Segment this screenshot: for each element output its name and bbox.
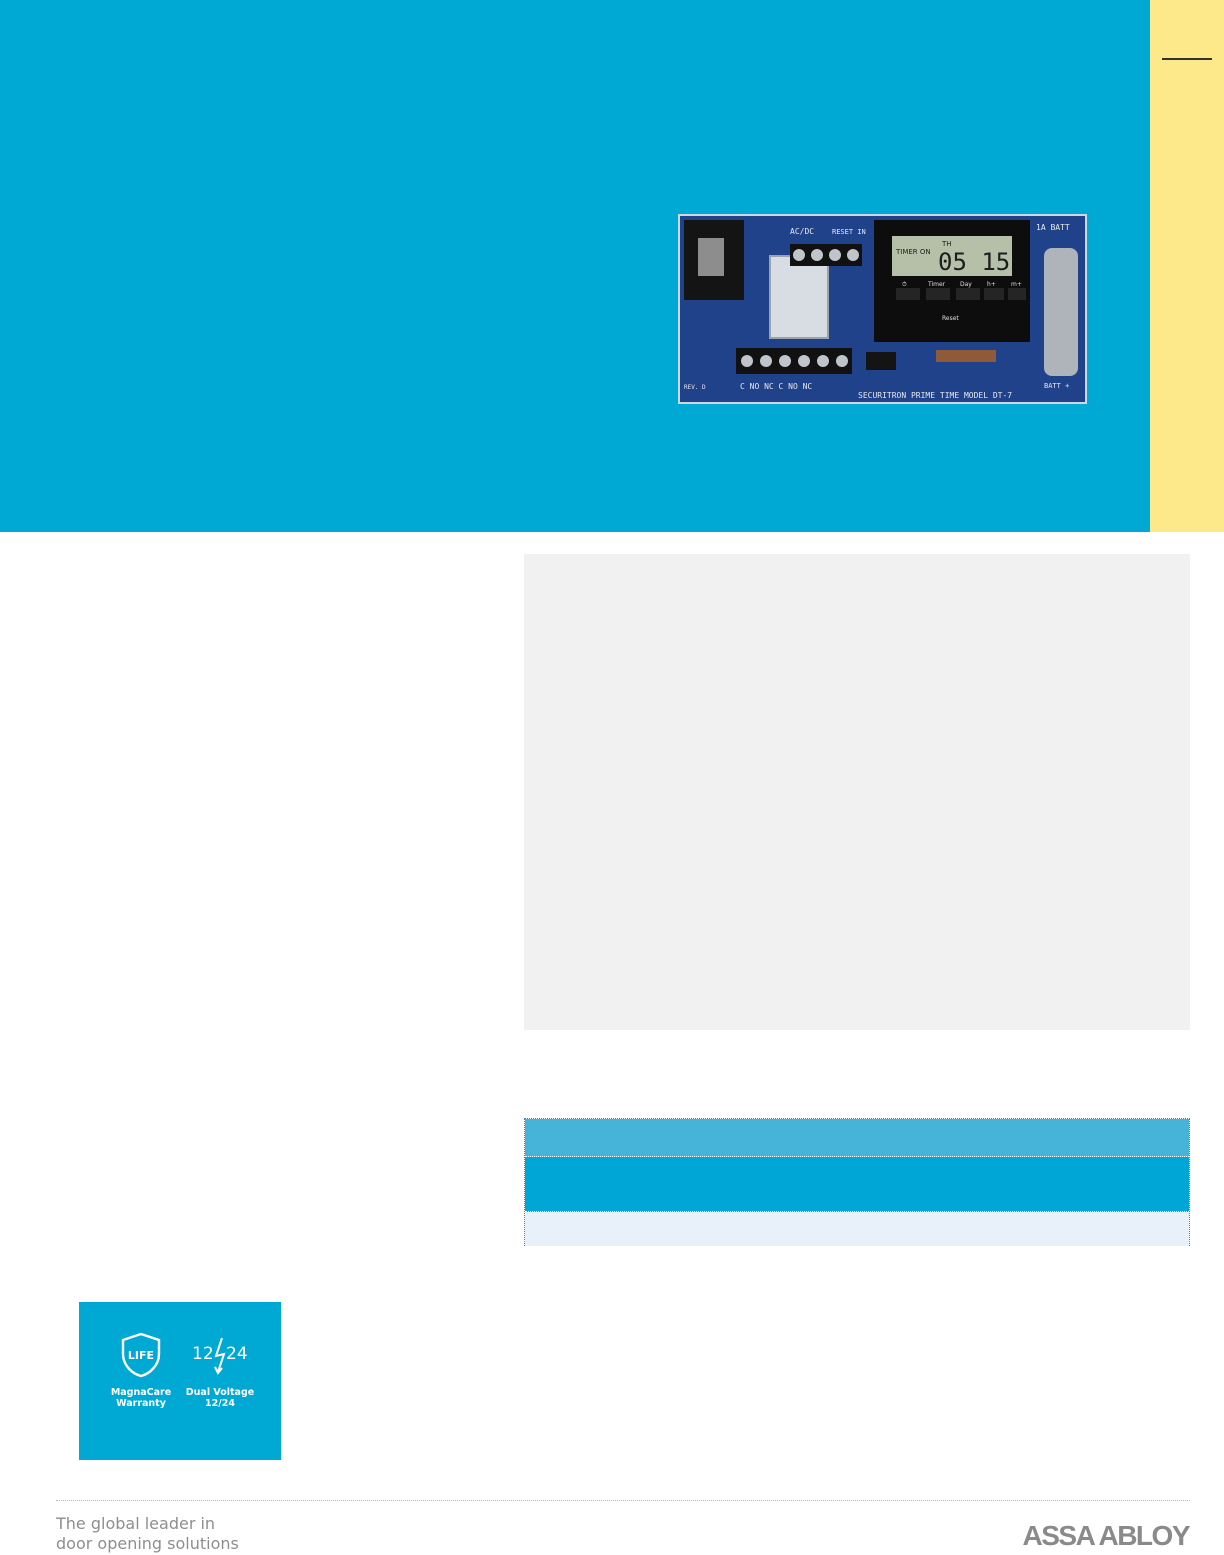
warranty-label-line2: Warranty — [116, 1398, 166, 1409]
warranty-label-line1: MagnaCare — [110, 1387, 172, 1398]
shield-icon: LIFE — [121, 1332, 161, 1378]
regulator — [698, 238, 724, 276]
battery-label: 1A BATT — [1036, 223, 1070, 232]
voltage-label-line1: Dual Voltage — [185, 1387, 255, 1398]
table-row — [525, 1212, 1189, 1246]
footer-divider — [56, 1500, 1190, 1501]
lcd-label: TIMER ON — [895, 248, 931, 256]
shield-text: LIFE — [128, 1349, 154, 1362]
reset-in-label: RESET IN — [832, 228, 866, 236]
battery — [1044, 248, 1078, 376]
side-tab-rule — [1162, 58, 1212, 60]
assa-abloy-logo[interactable]: ASSA ABLOY — [1022, 1520, 1191, 1551]
relay — [769, 255, 829, 339]
voltage-text-left: 12 — [192, 1344, 214, 1364]
lcd-digits: 05 15 — [938, 248, 1010, 276]
lcd-screen — [892, 236, 1012, 276]
button-label-timer: Timer — [927, 281, 946, 288]
tagline-line1: The global leader in — [56, 1514, 216, 1533]
footer-tagline: The global leader in door opening soluti… — [56, 1514, 239, 1554]
lcd-day: TH — [941, 240, 952, 248]
button-label-day: Day — [960, 281, 972, 288]
button-label-clock: ⏱ — [902, 281, 907, 288]
timer-board-illustration: AC/DC RESET IN TIMER ON 05 15 TH ⏱ Timer… — [680, 216, 1085, 402]
content-panel — [524, 554, 1190, 1030]
table-row — [525, 1157, 1189, 1212]
voltage-text-right: 24 — [226, 1344, 248, 1364]
button-label-hour: h+ — [987, 281, 996, 288]
reset-label: Reset — [942, 315, 959, 322]
terminal-labels: C NO NC C NO NC — [740, 382, 812, 391]
revision-label: REV. D — [684, 384, 706, 391]
side-tab — [1150, 0, 1224, 532]
voltage-badge: 12 24 Dual Voltage 12/24 — [175, 1332, 265, 1409]
tagline-line2: door opening solutions — [56, 1534, 239, 1553]
table-row — [525, 1119, 1189, 1157]
warranty-badge: LIFE MagnaCare Warranty — [96, 1332, 186, 1409]
voltage-label-line2: 12/24 — [205, 1398, 235, 1409]
model-label: SECURITRON PRIME TIME MODEL DT-7 — [858, 391, 1012, 400]
ac-dc-label: AC/DC — [790, 227, 814, 236]
top-terminal-block — [790, 244, 862, 266]
voltage-icon: 12 24 — [192, 1337, 248, 1375]
battery-plus-label: BATT + — [1044, 382, 1069, 390]
feature-badges: LIFE MagnaCare Warranty 12 24 Dual Volta… — [79, 1302, 281, 1460]
spec-table — [524, 1118, 1190, 1246]
bottom-terminal-block — [736, 348, 852, 374]
button-label-minute: m+ — [1011, 281, 1022, 288]
product-photo: AC/DC RESET IN TIMER ON 05 15 TH ⏱ Timer… — [678, 214, 1087, 404]
